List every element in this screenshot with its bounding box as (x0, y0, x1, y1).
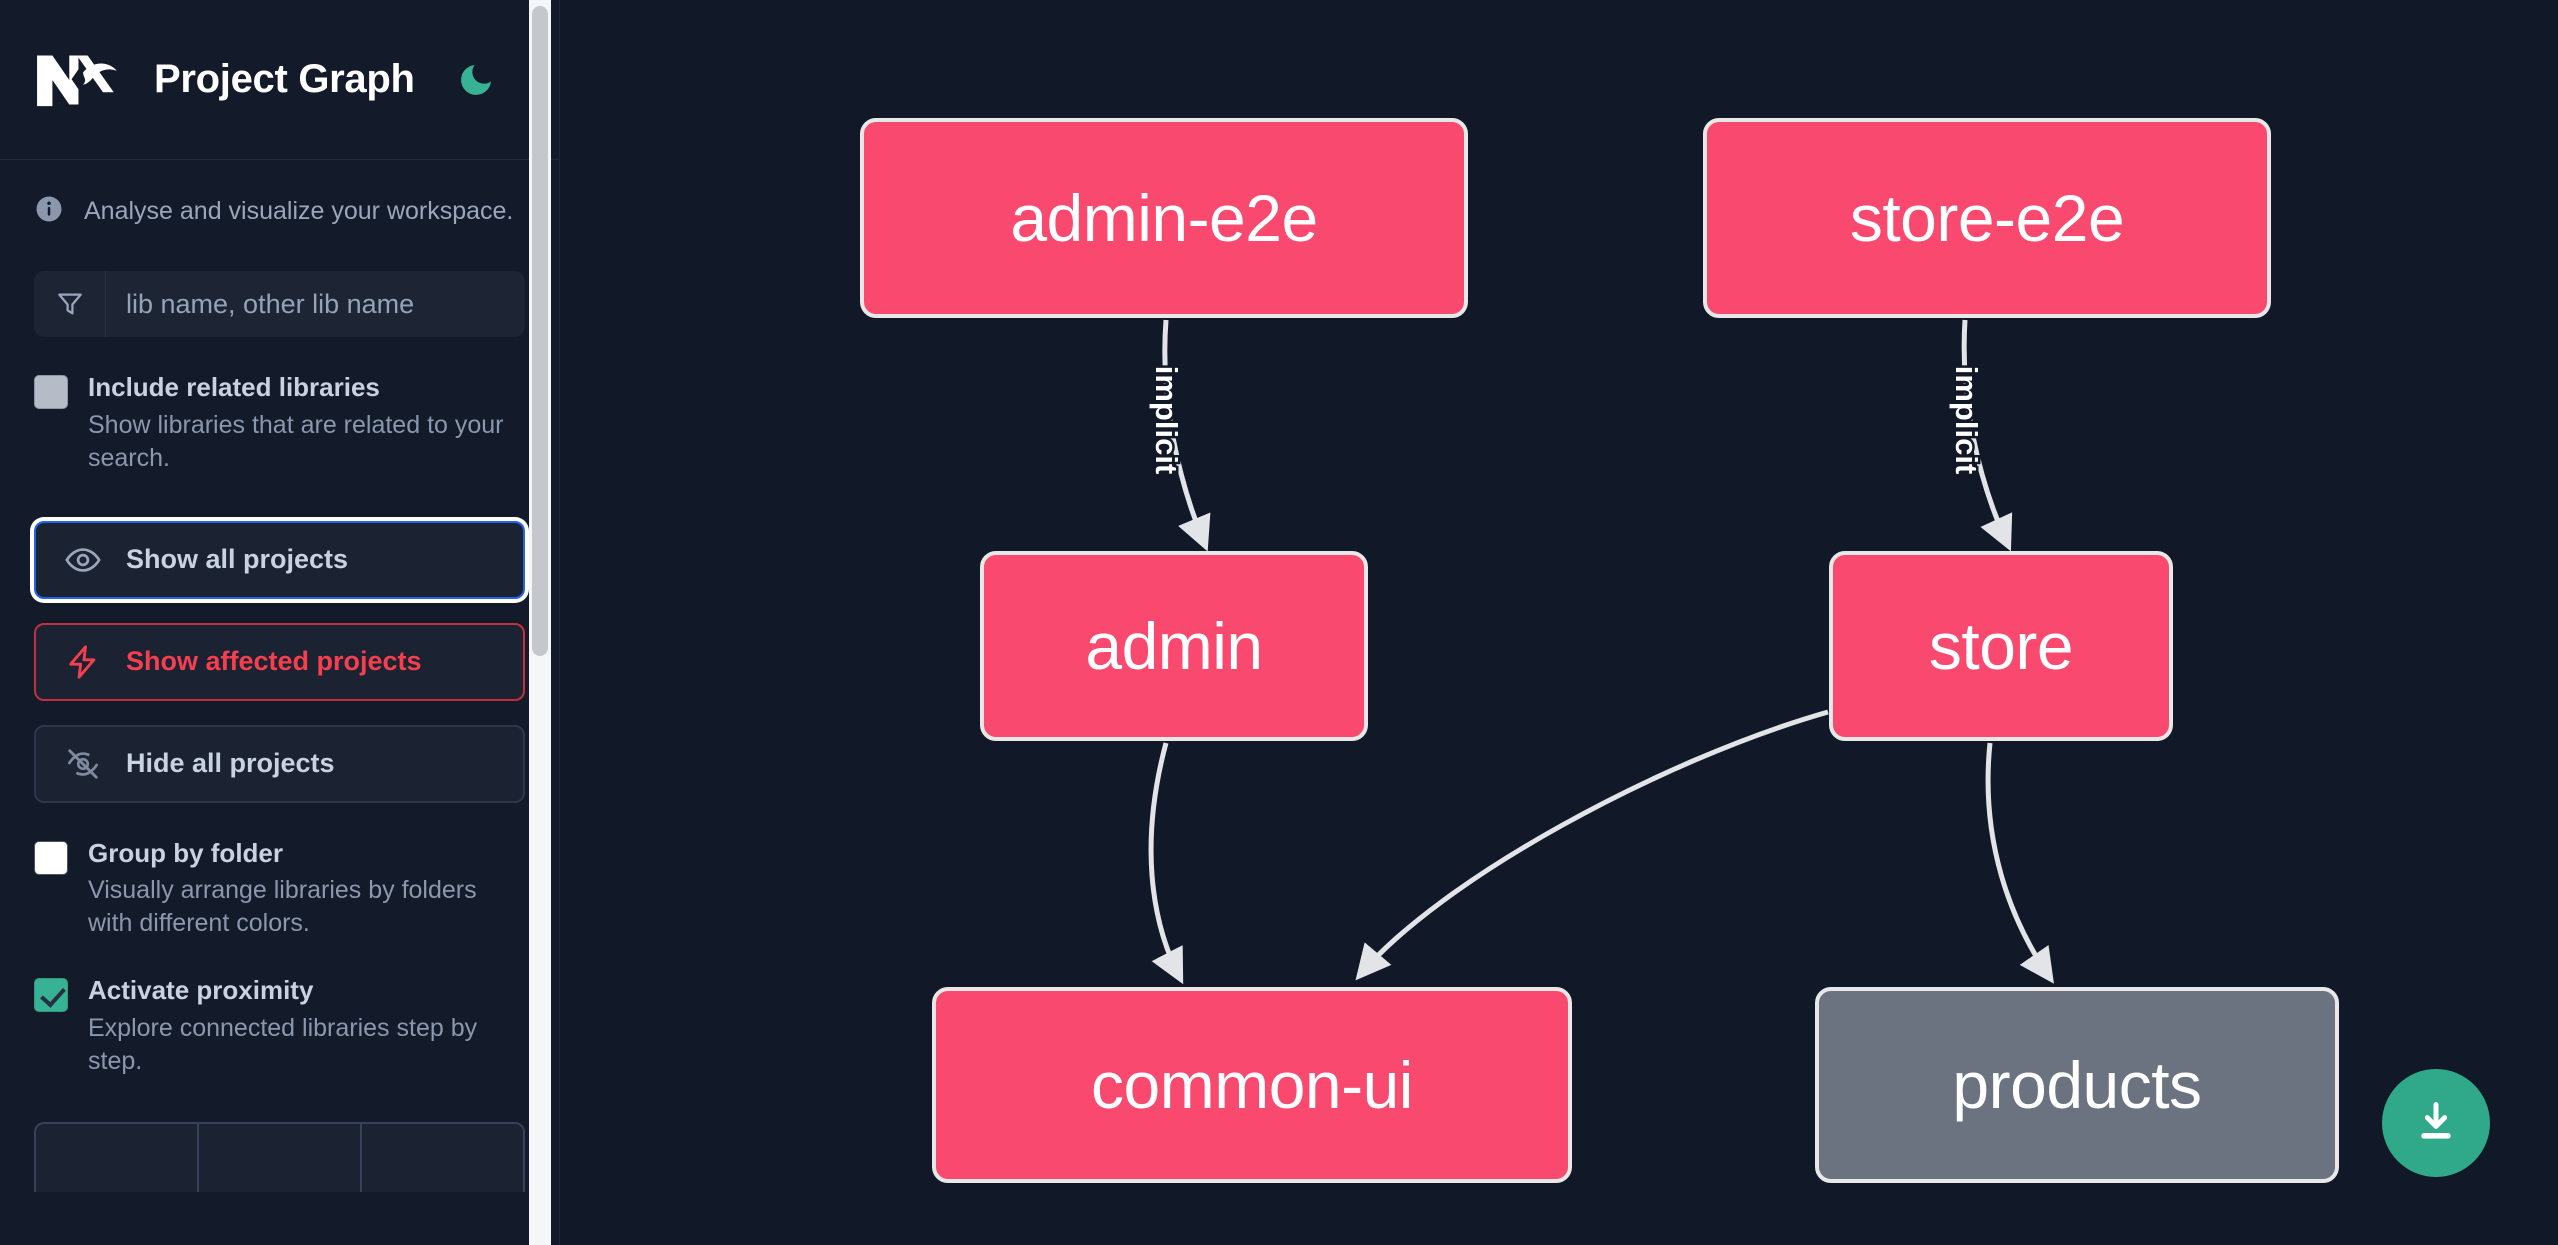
hide-all-projects-label: Hide all projects (126, 748, 335, 778)
edge-label-implicit-store: implicit (1949, 366, 1984, 475)
show-affected-projects-button[interactable]: Show affected projects (34, 622, 525, 701)
graph-node-store[interactable]: store (1829, 551, 2173, 741)
eye-icon (64, 541, 102, 579)
activate-proximity-label: Activate proximity (88, 975, 314, 1005)
graph-node-common-ui[interactable]: common-ui (932, 987, 1572, 1183)
activate-proximity-description: Explore connected libraries step by step… (88, 1013, 478, 1075)
graph-node-admin[interactable]: admin (980, 551, 1368, 741)
lightning-bolt-icon (64, 643, 102, 681)
download-icon (2410, 1096, 2462, 1151)
show-all-projects-button[interactable]: Show all projects (34, 520, 525, 599)
graph-node-label: admin (1085, 609, 1263, 683)
graph-node-admin-e2e[interactable]: admin-e2e (860, 118, 1468, 318)
proximity-segmented-control-wrap (0, 1121, 559, 1192)
graph-node-label: admin-e2e (1010, 181, 1318, 255)
group-by-folder-label: Group by folder (88, 837, 283, 868)
include-related-libraries-description: Show libraries that are related to your … (88, 410, 504, 472)
sidebar-scroll-area[interactable]: Project Graph Analyse and visualize yo (0, 0, 559, 1245)
nx-logo-icon (34, 49, 126, 111)
eye-off-icon (64, 745, 102, 783)
hide-all-projects-button[interactable]: Hide all projects (34, 724, 525, 803)
edge-label-implicit-admin: implicit (1149, 366, 1184, 475)
search-bar[interactable] (34, 271, 525, 337)
graph-canvas[interactable]: implicit implicit admin-e2e store-e2e ad… (560, 0, 2558, 1245)
option-include-related-libraries[interactable]: Include related libraries Show libraries… (0, 371, 559, 475)
option-group-by-folder[interactable]: Group by folder Visually arrange librari… (0, 837, 559, 941)
group-by-folder-checkbox[interactable] (34, 840, 68, 875)
search-section (0, 229, 559, 337)
graph-node-label: store-e2e (1849, 181, 2125, 255)
sidebar-header: Project Graph (0, 0, 559, 160)
include-related-libraries-checkbox[interactable] (34, 375, 68, 409)
group-by-folder-description: Visually arrange libraries by folders wi… (88, 876, 477, 937)
graph-node-label: products (1952, 1048, 2202, 1122)
segment-one[interactable] (36, 1123, 199, 1192)
filter-funnel-icon (34, 271, 106, 337)
moon-icon[interactable] (453, 57, 499, 103)
graph-node-label: store (1928, 609, 2074, 683)
option-activate-proximity[interactable]: Activate proximity Explore connected lib… (0, 974, 559, 1078)
search-input[interactable] (106, 271, 525, 337)
segment-two[interactable] (199, 1123, 362, 1192)
show-affected-projects-label: Show affected projects (126, 646, 422, 676)
graph-node-products[interactable]: products (1815, 987, 2339, 1183)
sidebar-scrollbar[interactable] (529, 0, 551, 1245)
project-action-buttons: Show all projects Show affected projects (0, 520, 559, 803)
graph-node-label: common-ui (1091, 1048, 1413, 1122)
segment-three[interactable] (362, 1124, 523, 1192)
activate-proximity-checkbox[interactable] (34, 978, 68, 1012)
page-title: Project Graph (154, 57, 415, 101)
workspace-info-text: Analyse and visualize your workspace. (84, 197, 514, 225)
show-all-projects-label: Show all projects (126, 544, 349, 574)
proximity-segmented-control[interactable] (34, 1121, 525, 1192)
download-graph-button[interactable] (2382, 1069, 2490, 1177)
graph-node-store-e2e[interactable]: store-e2e (1703, 118, 2271, 318)
workspace-info: Analyse and visualize your workspace. (0, 160, 559, 229)
include-related-libraries-label: Include related libraries (88, 372, 380, 402)
info-circle-icon (34, 194, 64, 229)
sidebar-scrollbar-thumb[interactable] (532, 6, 548, 656)
sidebar: Project Graph Analyse and visualize yo (0, 0, 560, 1245)
